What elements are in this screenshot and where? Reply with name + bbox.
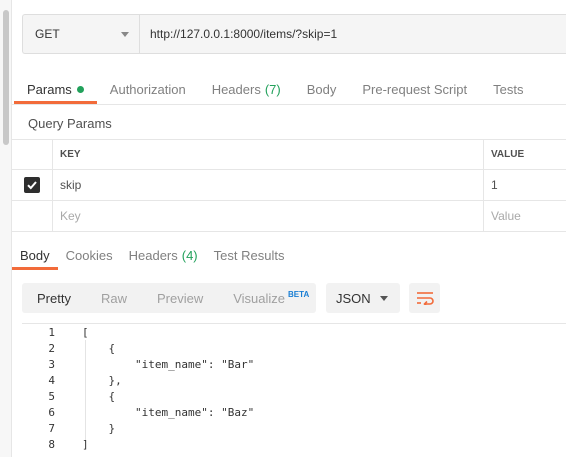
pretty-button[interactable]: Pretty: [37, 290, 71, 306]
check-icon: [27, 181, 37, 190]
code-line: 1[: [22, 324, 566, 340]
tab-label: Headers: [128, 247, 178, 263]
response-code-viewer[interactable]: 1[ 2 { 3 "item_name": "Bar" 4 }, 5 { 6 "…: [22, 323, 566, 457]
line-number: 2: [48, 341, 55, 355]
tab-label: Headers: [211, 81, 261, 97]
row-check-cell: [12, 201, 52, 231]
url-input[interactable]: [139, 14, 566, 54]
code-line: 8]: [22, 436, 566, 452]
tabs-divider: [12, 104, 566, 105]
active-dot-icon: [76, 85, 84, 93]
code-text: },: [82, 373, 122, 387]
method-select[interactable]: GET: [22, 14, 139, 54]
method-label: GET: [35, 27, 60, 41]
table-header-row: KEY VALUE: [12, 140, 566, 170]
tab-test-results[interactable]: Test Results: [206, 240, 293, 270]
tab-label: Pre-request Script: [362, 81, 468, 97]
code-line: 4 },: [22, 372, 566, 388]
line-number: 4: [48, 373, 55, 387]
table-row-empty: Key Value: [12, 201, 566, 232]
tab-label: Body: [306, 81, 337, 97]
tab-authorization[interactable]: Authorization: [97, 74, 199, 104]
tab-params[interactable]: Params: [14, 74, 97, 104]
code-text: "item_name": "Baz": [82, 405, 255, 419]
line-number: 6: [48, 405, 55, 419]
tab-label: Test Results: [213, 247, 285, 263]
param-key-cell[interactable]: skip: [52, 170, 483, 200]
column-header-key: KEY: [52, 140, 483, 169]
code-text: "item_name": "Bar": [82, 357, 255, 371]
column-header-value: VALUE: [483, 140, 566, 169]
tab-label: Tests: [493, 81, 524, 97]
scrollbar[interactable]: [0, 0, 12, 457]
chevron-down-icon: [380, 295, 388, 301]
preview-button[interactable]: Preview: [156, 290, 204, 306]
code-line: 3 "item_name": "Bar": [22, 356, 566, 372]
request-tabs: Params Authorization Headers (7) Body Pr…: [14, 74, 536, 104]
format-label: JSON: [336, 290, 371, 306]
tab-label: Body: [20, 247, 50, 263]
indent-guide: [85, 340, 86, 440]
tab-pre-request-script[interactable]: Pre-request Script: [349, 74, 480, 104]
code-line: 7 }: [22, 420, 566, 436]
scrollbar-thumb[interactable]: [3, 10, 9, 145]
query-params-title: Query Params: [28, 116, 112, 131]
tab-count: (7): [264, 81, 281, 97]
code-text: {: [82, 341, 116, 355]
code-line: 5 {: [22, 388, 566, 404]
visualize-label: Visualize: [233, 290, 286, 306]
param-value-placeholder[interactable]: Value: [483, 201, 566, 231]
tab-response-body[interactable]: Body: [12, 240, 58, 270]
request-bar: GET: [22, 14, 566, 54]
code-text: }: [82, 421, 116, 435]
line-number: 1: [48, 325, 55, 339]
response-tabs: Body Cookies Headers (4) Test Results: [12, 240, 292, 270]
param-checkbox[interactable]: [24, 177, 40, 193]
line-number: 7: [48, 421, 55, 435]
code-text: {: [82, 389, 116, 403]
line-number: 3: [48, 357, 55, 371]
tab-label: Authorization: [109, 81, 186, 97]
line-number: 5: [48, 389, 55, 403]
beta-badge: BETA: [288, 289, 310, 299]
code-text: ]: [82, 437, 89, 451]
tab-cookies[interactable]: Cookies: [58, 240, 121, 270]
param-value-cell[interactable]: 1: [483, 170, 566, 200]
tab-headers[interactable]: Headers (7): [199, 74, 294, 104]
chevron-down-icon: [121, 31, 129, 37]
format-select[interactable]: JSON: [326, 283, 400, 313]
code-line: 6 "item_name": "Baz": [22, 404, 566, 420]
line-number: 8: [48, 437, 55, 451]
row-check-cell: [12, 170, 52, 200]
tab-label: Cookies: [65, 247, 113, 263]
table-row: skip 1: [12, 170, 566, 201]
tab-count: (4): [181, 247, 198, 263]
param-key-placeholder[interactable]: Key: [52, 201, 483, 231]
code-line: 2 {: [22, 340, 566, 356]
tab-body[interactable]: Body: [294, 74, 350, 104]
header-check-cell: [12, 140, 52, 169]
tab-response-headers[interactable]: Headers (4): [121, 240, 206, 270]
code-text: [: [82, 325, 89, 339]
params-table: KEY VALUE skip 1 Key Value: [12, 139, 566, 232]
tab-label: Params: [27, 81, 72, 97]
raw-button[interactable]: Raw: [100, 290, 127, 306]
wrap-lines-icon: [416, 292, 434, 305]
tab-tests[interactable]: Tests: [480, 74, 536, 104]
wrap-lines-button[interactable]: [409, 283, 440, 313]
